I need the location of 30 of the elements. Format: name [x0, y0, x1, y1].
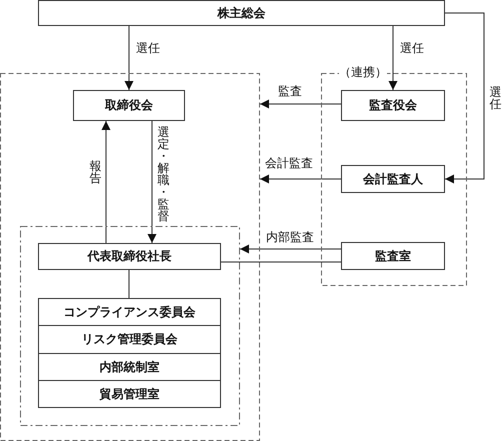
- edge-label: 報告: [89, 160, 102, 184]
- org-box: リスク管理委員会: [38, 325, 221, 354]
- arrow: [102, 120, 110, 244]
- edge-label: 選定・解職・監督: [157, 126, 170, 222]
- org-box: 代表取締役社長: [38, 243, 221, 270]
- arrow: [444, 12, 484, 184]
- dashed-group-frame: [0, 73, 260, 441]
- edge-label: 選任: [489, 86, 502, 110]
- org-box: 貿易管理室: [38, 380, 221, 408]
- arrow: [260, 100, 342, 108]
- org-box: 監査役会: [341, 90, 445, 121]
- group-heading: （連携）: [339, 66, 387, 79]
- arrow: [148, 120, 156, 244]
- edge-label: 会計監査: [265, 157, 313, 170]
- org-box: 取締役会: [73, 90, 185, 121]
- edge-label: 選任: [136, 42, 160, 55]
- connector-line: [128, 270, 130, 298]
- edge-label: 内部監査: [266, 231, 314, 244]
- org-box: 株主総会: [38, 0, 445, 26]
- arrow: [124, 26, 134, 90]
- dashed-group-frame: [20, 226, 240, 426]
- org-box: 会計監査人: [341, 165, 445, 193]
- arrow: [260, 174, 342, 184]
- org-box: 監査室: [341, 242, 445, 270]
- edge-label: 選任: [400, 42, 424, 55]
- org-box: コンプライアンス委員会: [38, 298, 221, 326]
- arrow: [240, 244, 342, 254]
- org-box: 内部統制室: [38, 353, 221, 381]
- arrow: [388, 26, 398, 90]
- edge-label: 監査: [278, 85, 302, 98]
